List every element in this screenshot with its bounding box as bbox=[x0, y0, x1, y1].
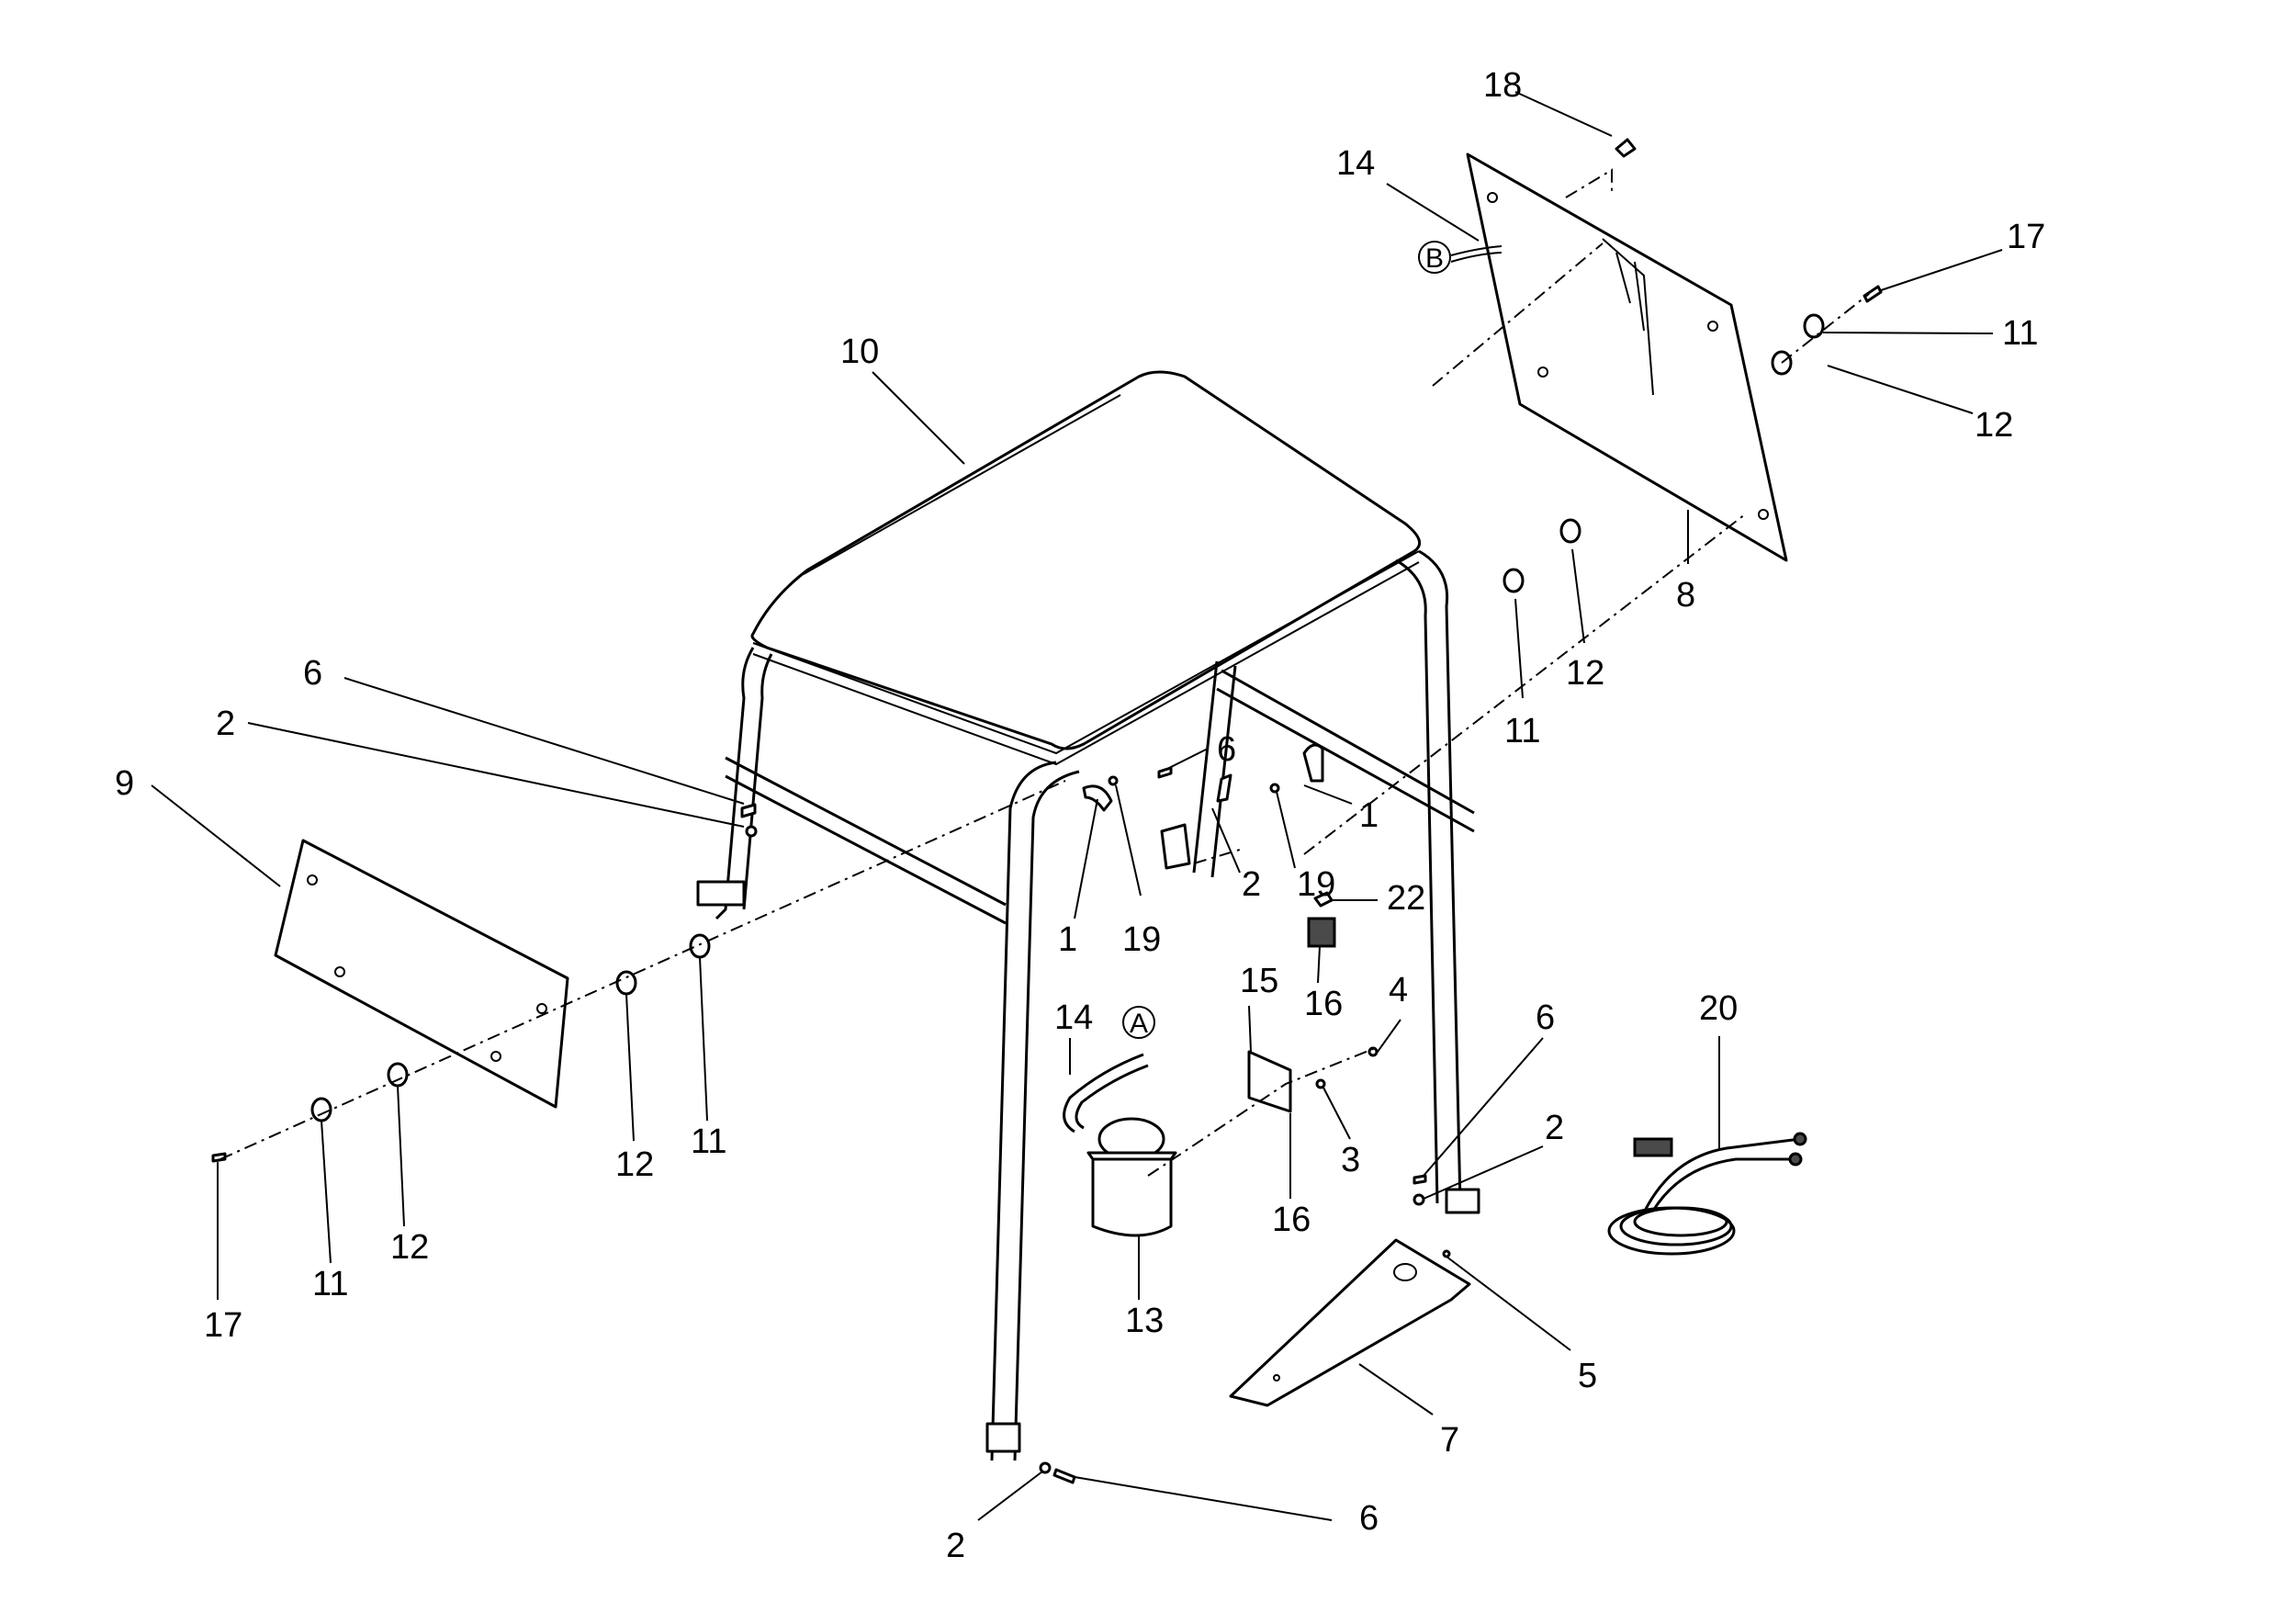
reference-letter-b: B bbox=[1425, 243, 1444, 274]
callout-12: 12 bbox=[615, 1145, 654, 1184]
leader-lines bbox=[151, 91, 2003, 1521]
hardware bbox=[211, 138, 1883, 1484]
callout-22: 22 bbox=[1387, 879, 1425, 918]
callout-6: 6 bbox=[1536, 998, 1555, 1037]
callout-10: 10 bbox=[840, 333, 879, 371]
callout-labels: 18 14 17 11 12 10 8 12 11 6 2 9 6 1 19 2… bbox=[115, 66, 2045, 1565]
callout-2: 2 bbox=[1242, 865, 1261, 904]
canopy-frame bbox=[696, 370, 1480, 1461]
reference-letter-a: A bbox=[1130, 1009, 1148, 1039]
callout-7: 7 bbox=[1440, 1421, 1459, 1460]
wire-harness bbox=[1607, 1132, 1807, 1256]
bracket-plate bbox=[1229, 1238, 1471, 1407]
callout-13: 13 bbox=[1125, 1302, 1164, 1340]
rear-panel bbox=[1432, 152, 1788, 562]
callout-18: 18 bbox=[1483, 66, 1522, 105]
callout-9: 9 bbox=[115, 764, 134, 803]
callout-8: 8 bbox=[1676, 576, 1695, 615]
callout-3: 3 bbox=[1341, 1141, 1360, 1179]
callout-12: 12 bbox=[1975, 406, 2013, 445]
callout-11: 11 bbox=[1504, 712, 1540, 750]
callout-20: 20 bbox=[1699, 989, 1738, 1028]
callout-17: 17 bbox=[2007, 218, 2045, 256]
assembly-lines bbox=[219, 293, 1870, 1177]
callout-14: 14 bbox=[1336, 144, 1375, 183]
callout-14: 14 bbox=[1054, 998, 1093, 1037]
reservoir-bottle bbox=[1086, 1117, 1177, 1237]
front-panel bbox=[274, 839, 569, 1109]
callout-6: 6 bbox=[1359, 1499, 1379, 1538]
callout-2: 2 bbox=[946, 1527, 965, 1565]
callout-2: 2 bbox=[216, 705, 235, 743]
callout-16: 16 bbox=[1304, 985, 1343, 1023]
callout-2: 2 bbox=[1545, 1109, 1564, 1147]
callout-12: 12 bbox=[1566, 654, 1604, 693]
callout-16: 16 bbox=[1272, 1201, 1311, 1239]
callout-15: 15 bbox=[1240, 962, 1278, 1000]
callout-6: 6 bbox=[303, 654, 322, 693]
callout-5: 5 bbox=[1578, 1357, 1597, 1395]
callout-4: 4 bbox=[1389, 971, 1408, 1009]
callout-11: 11 bbox=[691, 1122, 726, 1161]
reference-mark-b: B bbox=[1418, 241, 1503, 274]
callout-19: 19 bbox=[1297, 865, 1335, 904]
callout-1: 1 bbox=[1058, 920, 1077, 959]
callout-19: 19 bbox=[1122, 920, 1161, 959]
reference-mark-a: A bbox=[1122, 1006, 1155, 1039]
callout-12: 12 bbox=[390, 1228, 429, 1267]
callout-11: 11 bbox=[312, 1265, 348, 1303]
callout-11: 11 bbox=[2002, 314, 2038, 353]
callout-1: 1 bbox=[1359, 796, 1379, 835]
hose bbox=[1063, 1053, 1149, 1133]
callout-6: 6 bbox=[1217, 730, 1236, 769]
callout-17: 17 bbox=[204, 1306, 242, 1345]
